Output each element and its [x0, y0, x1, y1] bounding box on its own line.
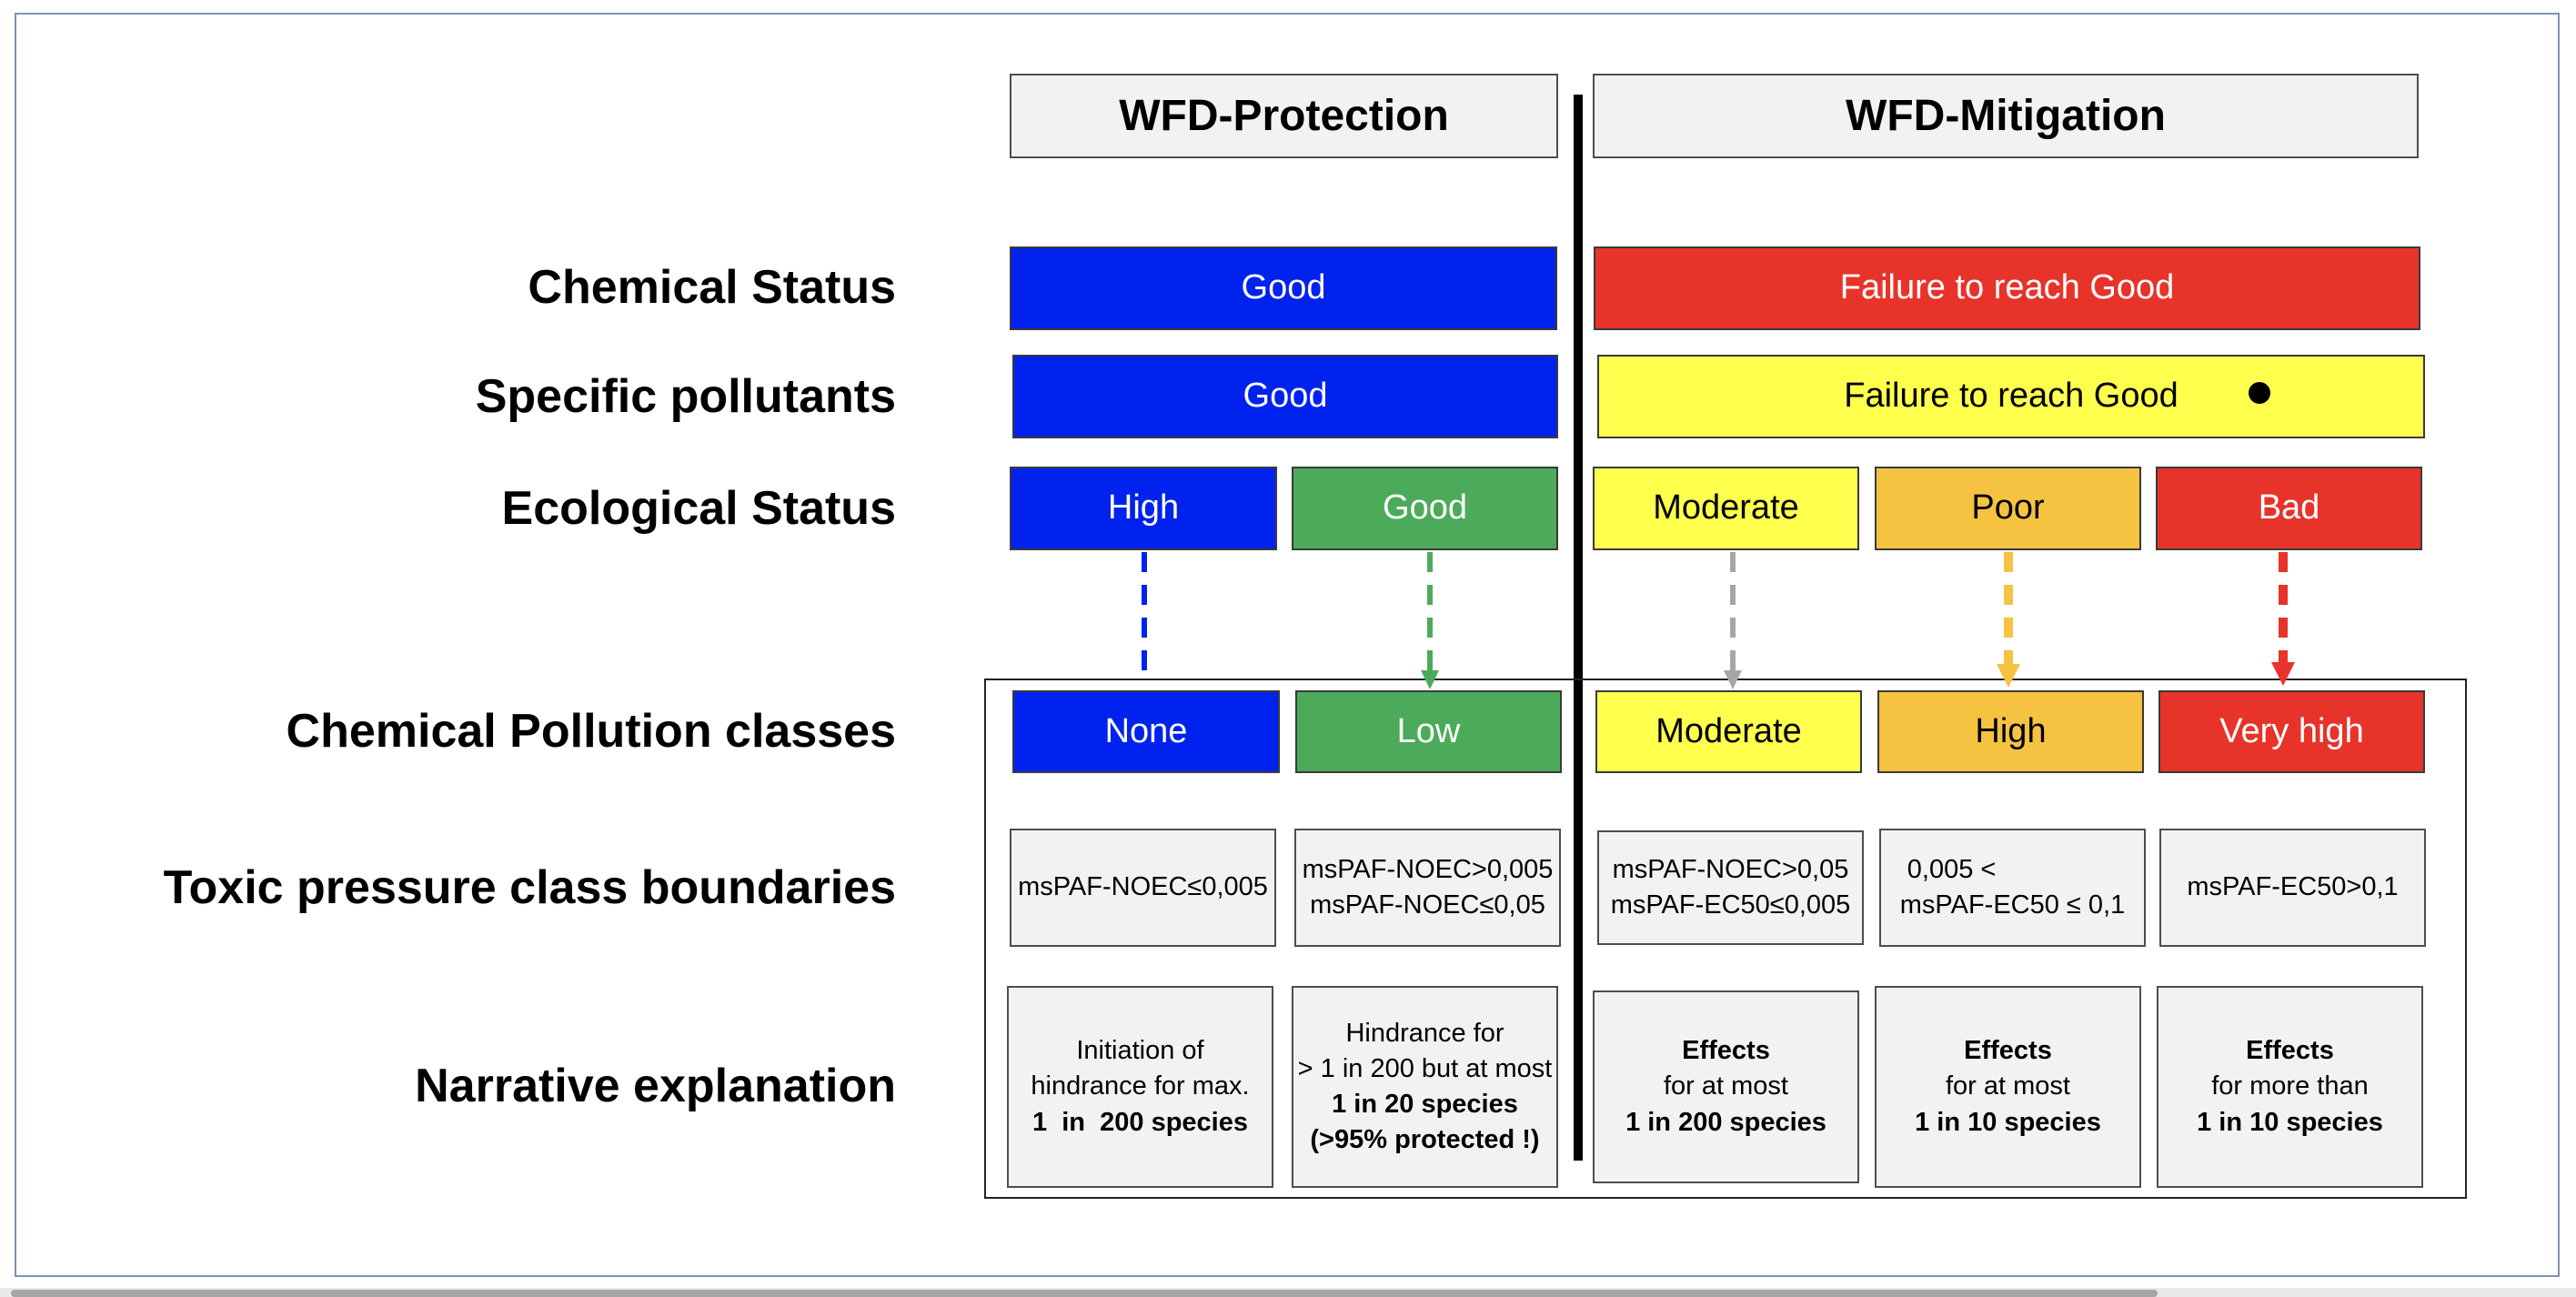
narrative-high: Effects for at most 1 in 10 species [1875, 986, 2141, 1188]
toxic-pressure-none-line1: msPAF-NOEC≤0,005 [1018, 872, 1268, 902]
arrowhead-good-icon [1421, 670, 1439, 689]
narrative-moderate-line1: Effects [1682, 1036, 1770, 1066]
narrative-low-line4: (>95% protected !) [1310, 1125, 1540, 1155]
pollution-class-low: Low [1295, 690, 1562, 773]
toxic-pressure-very-high-line1: msPAF-EC50>0,1 [2187, 872, 2399, 902]
protection-mitigation-divider [1574, 95, 1583, 1161]
toxic-pressure-low: msPAF-NOEC>0,005 msPAF-NOEC≤0,05 [1294, 829, 1561, 947]
narrative-moderate: Effects for at most 1 in 200 species [1593, 990, 1859, 1183]
narrative-low-line2: > 1 in 200 but at most [1297, 1053, 1553, 1083]
toxic-pressure-high: 0,005 < msPAF-EC50 ≤ 0,1 [1879, 829, 2146, 947]
narrative-none-line2: hindrance for max. [1031, 1071, 1250, 1101]
arrowhead-poor-icon [1997, 664, 2020, 688]
toxic-pressure-very-high: msPAF-EC50>0,1 [2159, 829, 2426, 947]
pollution-classes-box [984, 679, 2467, 1199]
toxic-pressure-low-line1: msPAF-NOEC>0,005 [1302, 854, 1554, 884]
ecological-status-good: Good [1292, 467, 1558, 550]
narrative-low-line3: 1 in 20 species [1332, 1090, 1518, 1119]
pollution-class-high: High [1877, 690, 2144, 773]
arrowhead-bad-icon [2271, 662, 2295, 686]
ecological-status-high: High [1010, 467, 1277, 550]
toxic-pressure-none: msPAF-NOEC≤0,005 [1010, 829, 1276, 947]
narrative-low-line1: Hindrance for [1345, 1018, 1504, 1048]
header-wfd-mitigation: WFD-Mitigation [1593, 74, 2419, 158]
toxic-pressure-high-line1: 0,005 < [1907, 854, 1997, 884]
narrative-high-line1: Effects [1964, 1036, 2052, 1066]
toxic-pressure-high-line2: msPAF-EC50 ≤ 0,1 [1899, 890, 2126, 920]
narrative-none-line3: 1 in 200 species [1032, 1107, 1248, 1137]
row-label-toxic-pressure: Toxic pressure class boundaries [163, 861, 896, 914]
narrative-high-line3: 1 in 10 species [1915, 1107, 2101, 1137]
narrative-low: Hindrance for > 1 in 200 but at most 1 i… [1292, 986, 1558, 1188]
narrative-very-high-line3: 1 in 10 species [2197, 1107, 2383, 1137]
ecological-status-moderate: Moderate [1593, 467, 1859, 550]
row-label-specific-pollutants: Specific pollutants [475, 370, 896, 423]
toxic-pressure-low-line2: msPAF-NOEC≤0,05 [1310, 890, 1545, 920]
toxic-pressure-moderate: msPAF-NOEC>0,05 msPAF-EC50≤0,005 [1597, 830, 1864, 945]
chemical-status-mitigation: Failure to reach Good [1594, 246, 2420, 330]
specific-pollutants-protection: Good [1012, 355, 1558, 438]
bullet-dot-icon [2249, 382, 2270, 404]
chemical-status-protection: Good [1010, 246, 1557, 330]
narrative-moderate-line2: for at most [1664, 1071, 1788, 1101]
horizontal-scrollbar-thumb[interactable] [11, 1290, 2158, 1297]
row-label-ecological-status: Ecological Status [501, 482, 896, 535]
narrative-moderate-line3: 1 in 200 species [1625, 1107, 1826, 1137]
narrative-none-line1: Initiation of [1076, 1036, 1204, 1066]
ecological-status-poor: Poor [1875, 467, 2141, 550]
pollution-class-very-high: Very high [2158, 690, 2425, 773]
narrative-very-high: Effects for more than 1 in 10 species [2157, 986, 2423, 1188]
toxic-pressure-moderate-line2: msPAF-EC50≤0,005 [1610, 890, 1851, 920]
toxic-pressure-moderate-line1: msPAF-NOEC>0,05 [1612, 854, 1849, 884]
pollution-class-none: None [1012, 690, 1280, 773]
specific-pollutants-mitigation: Failure to reach Good [1597, 355, 2425, 438]
row-label-chemical-pollution-classes: Chemical Pollution classes [286, 705, 896, 758]
arrowhead-moderate-icon [1724, 670, 1742, 689]
ecological-status-bad: Bad [2156, 467, 2422, 550]
narrative-very-high-line1: Effects [2246, 1036, 2334, 1066]
row-label-chemical-status: Chemical Status [528, 261, 896, 314]
row-label-narrative: Narrative explanation [415, 1060, 896, 1112]
pollution-class-moderate: Moderate [1595, 690, 1862, 773]
header-wfd-protection: WFD-Protection [1010, 74, 1558, 158]
narrative-high-line2: for at most [1946, 1071, 2070, 1101]
narrative-none: Initiation of hindrance for max. 1 in 20… [1007, 986, 1273, 1188]
narrative-very-high-line2: for more than [2211, 1071, 2369, 1101]
